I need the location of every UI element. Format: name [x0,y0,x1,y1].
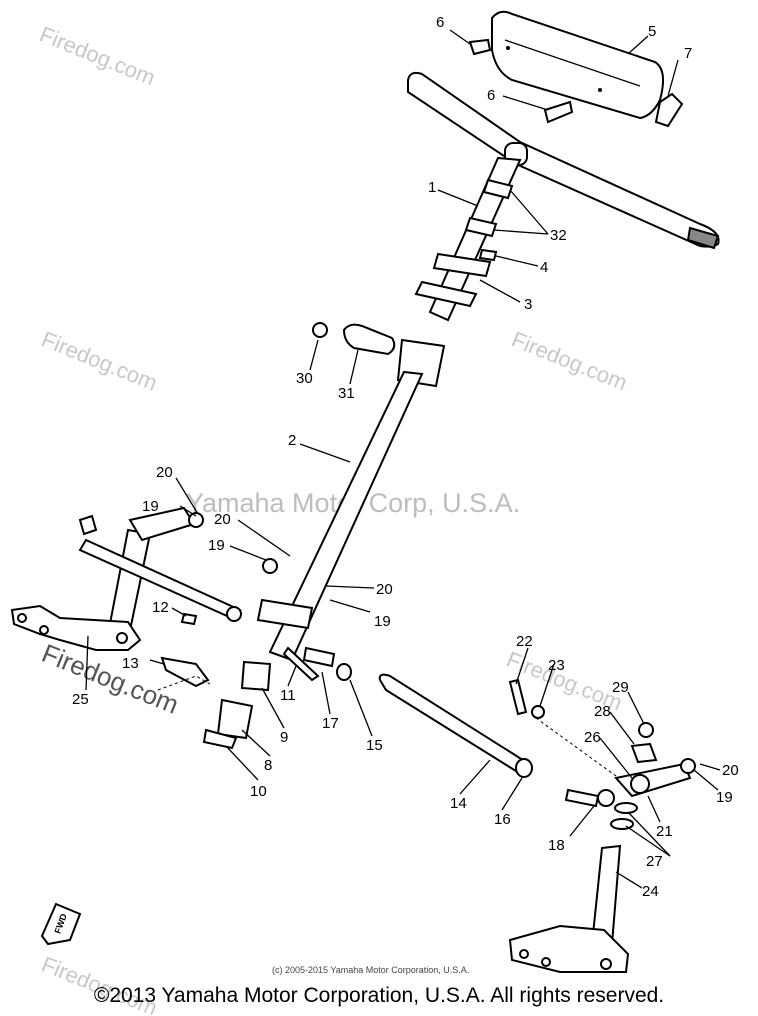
callout-21: 21 [656,823,673,840]
small-copyright-notice: (c) 2005-2015 Yamaha Motor Corporation, … [272,965,470,975]
forward-direction-marker: FWD [40,902,82,946]
callout-23: 23 [548,657,565,674]
callout-20: 20 [722,762,739,779]
callout-26: 26 [584,729,601,746]
watermark-site: Firedog.com [38,326,161,395]
callout-19: 19 [142,498,159,515]
callout-32: 32 [550,227,567,244]
callout-19: 19 [208,537,225,554]
callout-22: 22 [516,633,533,650]
watermark-site: Firedog.com [508,326,631,395]
callout-4: 4 [540,259,548,276]
callout-16: 16 [494,811,511,828]
callout-27: 27 [646,853,663,870]
callout-29: 29 [612,679,629,696]
callout-20: 20 [214,511,231,528]
column-bracket [312,322,396,356]
callout-3: 3 [524,296,532,313]
watermark-site: Firedog.com [36,21,159,90]
callout-7: 7 [684,45,692,62]
callout-19: 19 [374,613,391,630]
callout-28: 28 [594,703,611,720]
callout-labels: 6 5 7 6 1 32 4 3 30 31 2 20 19 20 19 20 … [72,14,739,900]
callout-20: 20 [156,464,173,481]
callout-25: 25 [72,691,89,708]
callout-6: 6 [487,87,495,104]
callout-19: 19 [716,789,733,806]
callout-5: 5 [648,23,656,40]
right-spindle-assembly [508,678,696,973]
upper-steering-column [414,156,522,322]
callout-31: 31 [338,385,355,402]
callout-2: 2 [288,432,296,449]
callout-6: 6 [436,14,444,31]
grip-end [654,92,684,128]
callout-17: 17 [322,715,339,732]
callout-14: 14 [450,795,467,812]
callout-1: 1 [428,179,436,196]
callout-15: 15 [366,737,383,754]
callout-10: 10 [250,783,267,800]
callout-18: 18 [548,837,565,854]
callout-20: 20 [376,581,393,598]
callout-13: 13 [122,655,139,672]
callout-9: 9 [280,729,288,746]
callout-24: 24 [642,883,659,900]
copyright-footer: ©2013 Yamaha Motor Corporation, U.S.A. A… [93,984,665,1007]
tie-rod-assembly [378,673,615,808]
callout-11: 11 [280,687,296,704]
leader-lines [85,29,721,889]
callout-8: 8 [264,757,272,774]
callout-30: 30 [296,370,313,387]
handlebar [407,71,720,250]
left-spindle-assembly [10,506,278,691]
callout-12: 12 [152,599,169,616]
pad-clips [468,38,574,124]
handlebar-pad [491,10,665,120]
lower-column-parts [202,646,352,750]
